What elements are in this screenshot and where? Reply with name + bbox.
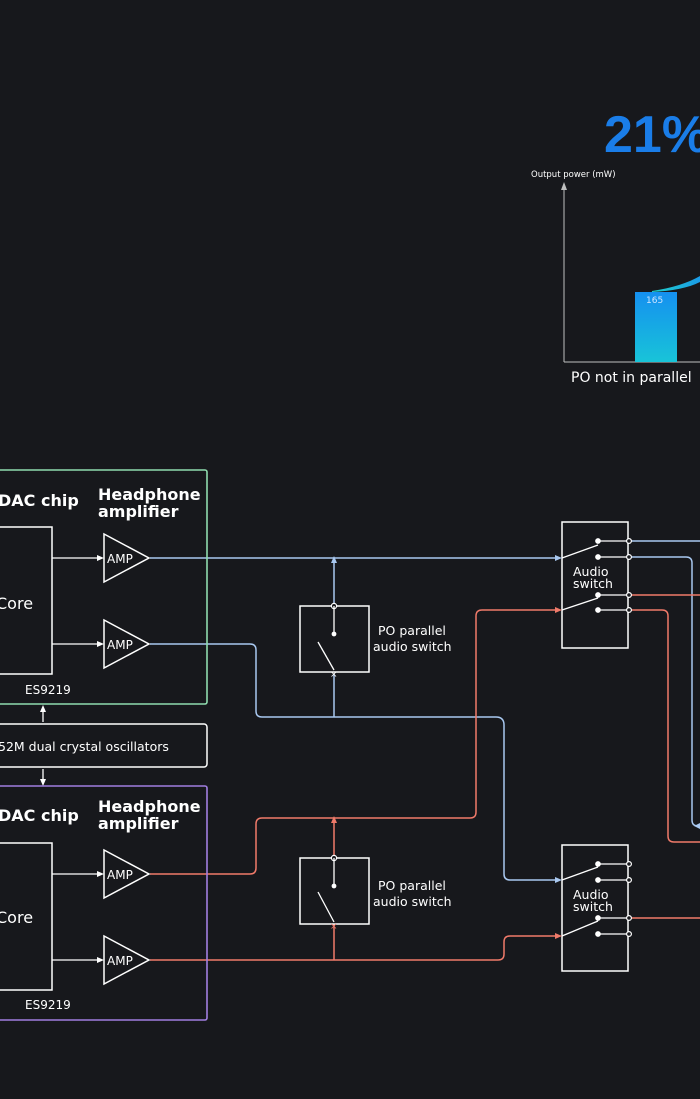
audio-switch-bottom-line2: switch	[573, 899, 613, 914]
bottom-core-label: Core	[0, 908, 33, 927]
top-amp-2-triangle	[103, 618, 151, 670]
bottom-amp-title-2: amplifier	[98, 814, 179, 833]
blue-line-arrowhead	[694, 823, 700, 829]
audio-switch-top: Audio switch	[555, 521, 632, 649]
bottom-amp-1-triangle	[103, 848, 151, 900]
svg-text:×: ×	[330, 922, 338, 932]
top-dac-block: DAC chip Headphone amplifier Core AMP AM…	[0, 469, 208, 705]
po-switch-top-line2: audio switch	[373, 639, 452, 654]
top-dac-label: DAC chip	[0, 491, 79, 510]
chart-y-axis-label: Output power (mW)	[531, 170, 616, 180]
svg-text:×: ×	[330, 670, 338, 680]
bottom-dac-label: DAC chip	[0, 806, 79, 825]
red-signal-lines	[150, 594, 700, 961]
chart-y-axis	[561, 182, 567, 362]
bottom-chip-name: ES9219	[25, 998, 71, 1012]
top-core-label: Core	[0, 594, 33, 613]
chart-bar-value: 165	[646, 296, 663, 306]
chart-x-label: PO not in parallel	[571, 370, 692, 386]
top-amp-title-2: amplifier	[98, 502, 179, 521]
oscillator-label: 52M dual crystal oscillators	[0, 739, 169, 754]
bottom-amp-title-1: Headphone	[98, 797, 201, 816]
oscillator-block: 52M dual crystal oscillators	[0, 705, 208, 786]
top-amp-2-label: AMP	[107, 638, 133, 652]
top-amp-title-1: Headphone	[98, 485, 201, 504]
bottom-core-box	[0, 842, 53, 991]
bottom-amp-2-label: AMP	[107, 954, 133, 968]
bottom-amp-2-triangle	[103, 934, 151, 986]
chart-trend-curve	[652, 276, 700, 292]
top-amp-1-label: AMP	[107, 552, 133, 566]
po-switch-bottom-line1: PO parallel	[378, 878, 446, 893]
po-switch-bottom: × PO parallel audio switch	[299, 816, 452, 932]
chart-bar	[635, 292, 677, 362]
po-switch-bottom-line2: audio switch	[373, 894, 452, 909]
headline-percent: 21%	[604, 106, 700, 164]
audio-switch-bottom-line1: Audio	[573, 887, 609, 902]
po-switch-top-line1: PO parallel	[378, 623, 446, 638]
audio-switch-top-line1: Audio	[573, 564, 609, 579]
po-switch-top: × PO parallel audio switch	[299, 556, 452, 680]
top-core-box	[0, 526, 53, 675]
audio-switch-bottom: Audio switch	[555, 844, 632, 972]
audio-switch-top-line2: switch	[573, 576, 613, 591]
top-amp-1-triangle	[103, 532, 151, 584]
bottom-amp-1-label: AMP	[107, 868, 133, 882]
top-chip-name: ES9219	[25, 683, 71, 697]
bottom-dac-block: DAC chip Headphone amplifier Core AMP AM…	[0, 785, 208, 1021]
